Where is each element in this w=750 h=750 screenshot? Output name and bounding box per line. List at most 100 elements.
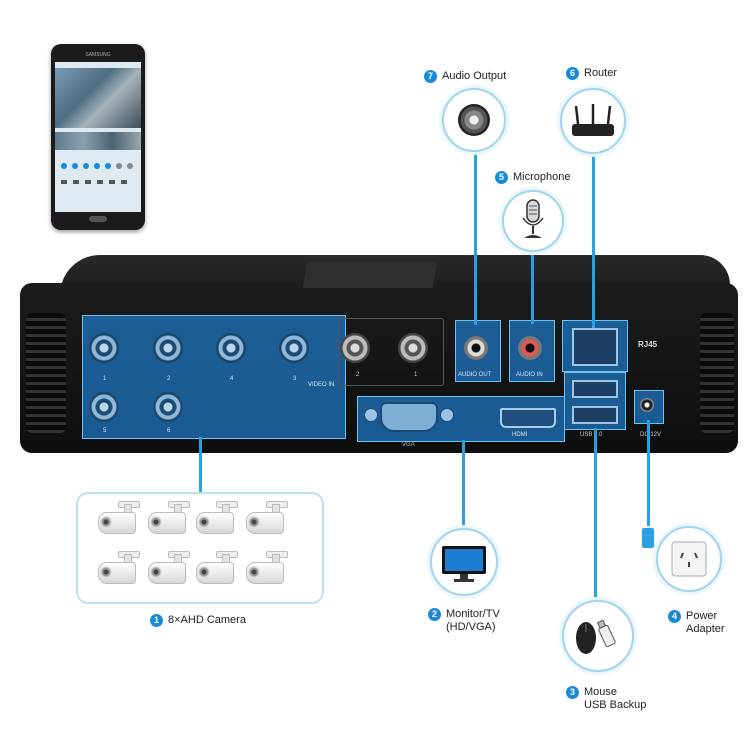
audio-out-jack	[464, 336, 488, 360]
video-in-port-8	[398, 333, 428, 363]
ch-label: 4	[230, 376, 234, 382]
audio-in-highlight	[509, 320, 555, 382]
speaker-icon	[458, 104, 490, 136]
callout-number: 6	[566, 67, 579, 80]
video-in-port-2	[153, 333, 183, 363]
microphone-circle	[502, 190, 564, 252]
wire-monitor	[462, 440, 465, 528]
callout-number: 5	[495, 171, 508, 184]
dvr-top-panel	[302, 262, 438, 288]
callout-number: 3	[566, 686, 579, 699]
video-in-port-3	[216, 333, 246, 363]
ch-label: 2	[356, 372, 360, 378]
phone-screen	[55, 62, 141, 212]
ch-label: 2	[167, 376, 171, 382]
ch-label: 1	[414, 372, 418, 378]
phone-brand: SAMSUNG	[85, 52, 111, 58]
camera-icon	[96, 501, 144, 534]
phone-controls	[59, 174, 137, 184]
callout-camera: 1 8×AHD Camera	[150, 614, 246, 627]
bnc-block	[338, 318, 444, 386]
camera-icon	[146, 501, 194, 534]
callout-number: 4	[668, 610, 681, 623]
callout-text: (HD/VGA)	[446, 621, 496, 633]
callout-power: 4 Power Adapter	[668, 610, 725, 636]
audio-out-label: AUDIO OUT	[458, 372, 492, 378]
power-outlet-icon	[671, 541, 707, 577]
callout-audio-output: 7 Audio Output	[424, 70, 506, 83]
speaker-circle	[442, 88, 506, 152]
callout-text: Router	[584, 67, 618, 79]
microphone-icon	[522, 199, 544, 238]
callout-mouse: 3 Mouse USB Backup	[566, 686, 646, 712]
phone-thumbnails	[55, 132, 141, 150]
camera-icon	[96, 551, 144, 584]
phone-toolbar	[59, 158, 137, 169]
audio-in-label: AUDIO IN	[516, 372, 543, 378]
mouse-circle	[562, 600, 634, 672]
video-in-port-7	[340, 333, 370, 363]
camera-group-frame	[76, 492, 324, 604]
wire-router	[592, 152, 595, 328]
wire-mouse	[594, 428, 597, 600]
left-vents	[26, 313, 66, 433]
power-label: DC 12V	[640, 432, 662, 438]
callout-text: Mouse	[584, 686, 618, 698]
callout-text: Audio Output	[442, 70, 507, 82]
monitor-icon	[442, 546, 486, 582]
usb-label: USB 2.0	[580, 432, 603, 438]
callout-monitor: 2 Monitor/TV (HD/VGA)	[428, 608, 500, 634]
callout-text: Adapter	[686, 623, 725, 635]
wire-camera	[199, 437, 202, 495]
callout-number: 2	[428, 608, 441, 621]
callout-text: Microphone	[513, 171, 571, 183]
power-adapter-circle	[656, 526, 722, 592]
hdmi-label: HDMI	[512, 432, 528, 438]
camera-icon	[244, 551, 292, 584]
callout-text: USB Backup	[584, 699, 647, 711]
callout-text: Power	[686, 610, 718, 622]
vga-port	[380, 402, 438, 432]
video-in-port-4	[279, 333, 309, 363]
wire-microphone	[531, 252, 534, 324]
video-in-port-6	[153, 392, 183, 422]
power-jack	[640, 398, 654, 412]
ch-label: 1	[103, 376, 107, 382]
callout-number: 1	[150, 614, 163, 627]
phone-home-button	[89, 216, 107, 222]
ch-label: 6	[167, 428, 171, 434]
router-circle	[560, 88, 626, 154]
router-icon	[572, 104, 614, 136]
callout-microphone: 5 Microphone	[495, 171, 570, 184]
right-vents	[700, 313, 734, 433]
video-in-port-1	[89, 333, 119, 363]
ch-label: 3	[293, 376, 297, 382]
callout-router: 6 Router	[566, 67, 617, 80]
rj45-label: RJ45	[638, 340, 658, 349]
camera-icon	[194, 501, 242, 534]
video-in-highlight	[82, 315, 346, 439]
phone-live-view	[55, 68, 141, 128]
vga-screw-right	[440, 408, 454, 422]
video-in-label: VIDEO IN	[308, 382, 335, 388]
callout-text: Monitor/TV	[446, 608, 500, 620]
callout-text: 8×AHD Camera	[168, 614, 246, 626]
hdmi-port	[500, 408, 556, 428]
wire-power	[647, 420, 650, 526]
usb-port-1	[572, 380, 618, 398]
camera-icon	[146, 551, 194, 584]
audio-in-jack	[518, 336, 542, 360]
vga-screw-left	[364, 408, 378, 422]
wire-audio-out	[474, 150, 477, 325]
usb-port-2	[572, 406, 618, 424]
video-in-port-5	[89, 392, 119, 422]
camera-icon	[244, 501, 292, 534]
power-plug	[642, 528, 654, 548]
rj45-port	[572, 328, 618, 366]
monitor-circle	[430, 528, 498, 596]
callout-number: 7	[424, 70, 437, 83]
smartphone: SAMSUNG	[51, 44, 145, 230]
camera-icon	[194, 551, 242, 584]
ch-label: 5	[103, 428, 107, 434]
vga-label: VGA	[402, 442, 415, 448]
